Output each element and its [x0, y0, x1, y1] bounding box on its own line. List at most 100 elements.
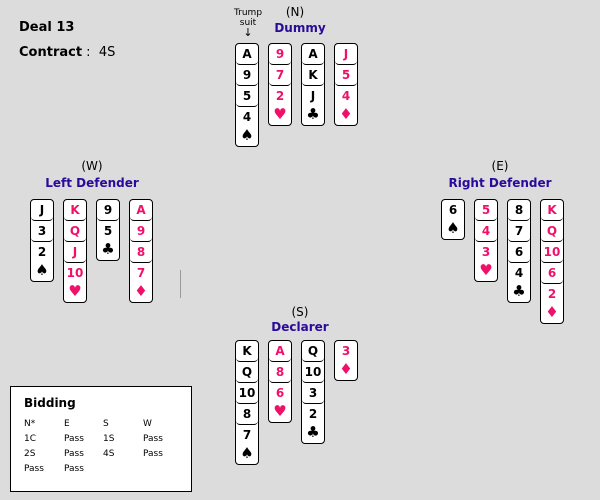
card[interactable]: J — [31, 200, 53, 221]
card[interactable]: 9 — [130, 221, 152, 242]
card[interactable]: K — [541, 200, 563, 221]
card[interactable]: 2 — [547, 287, 557, 301]
card[interactable]: 9 — [236, 65, 258, 86]
divider — [180, 270, 181, 298]
bid: 4S — [103, 449, 115, 459]
card[interactable]: K — [64, 200, 86, 221]
bid: Pass — [64, 449, 84, 459]
card[interactable]: 4 — [341, 89, 351, 103]
card[interactable]: 4 — [475, 221, 497, 242]
club-icon: ♣ — [101, 240, 115, 258]
card[interactable]: 10 — [236, 383, 258, 404]
card[interactable]: 2 — [275, 89, 285, 103]
bidding-header: W — [143, 419, 152, 429]
club-icon: ♣ — [512, 282, 526, 300]
diamond-icon: ♦ — [545, 303, 559, 321]
card[interactable]: A — [130, 200, 152, 221]
card[interactable]: K — [302, 65, 324, 86]
contract: Contract : 4S — [19, 45, 116, 60]
card[interactable]: 3 — [341, 344, 351, 358]
bidding-header: N* — [24, 419, 36, 429]
card[interactable]: Q — [236, 362, 258, 383]
spade-icon: ♠ — [35, 261, 49, 279]
card[interactable]: 3 — [481, 245, 491, 259]
trump-label: Trump suit — [233, 8, 263, 28]
bidding-header: S — [103, 419, 109, 429]
bid: Pass — [24, 464, 44, 474]
card[interactable]: 2 — [308, 407, 318, 421]
card[interactable]: Q — [541, 221, 563, 242]
card[interactable]: 10 — [302, 362, 324, 383]
card[interactable]: 6 — [275, 386, 285, 400]
card[interactable]: 7 — [136, 266, 146, 280]
card[interactable]: A — [269, 341, 291, 362]
card[interactable]: 2 — [37, 245, 47, 259]
card[interactable]: 5 — [236, 86, 258, 107]
trump-suit-indicator: Trump suit↓ — [231, 8, 265, 39]
card[interactable]: J — [310, 89, 316, 103]
card[interactable]: 6 — [508, 242, 530, 263]
card[interactable]: K — [236, 341, 258, 362]
heart-icon: ♥ — [479, 261, 493, 279]
east-role: Right Defender — [448, 176, 552, 190]
west-position: (W) — [81, 159, 103, 173]
bid: 1C — [24, 434, 37, 444]
west-club-column: 9 5 ♣ — [96, 199, 120, 261]
down-arrow-icon: ↓ — [243, 26, 253, 39]
card[interactable]: J — [64, 242, 86, 263]
card[interactable]: Q — [302, 341, 324, 362]
card[interactable]: A — [302, 44, 324, 65]
contract-label: Contract — [19, 45, 83, 60]
card[interactable]: 7 — [242, 428, 252, 442]
spade-icon: ♠ — [240, 444, 254, 462]
card[interactable]: J — [335, 44, 357, 65]
card[interactable]: Q — [64, 221, 86, 242]
west-role: Left Defender — [45, 176, 139, 190]
south-position: (S) — [291, 305, 309, 319]
card[interactable]: 8 — [269, 362, 291, 383]
card[interactable]: 3 — [302, 383, 324, 404]
north-role: Dummy — [274, 21, 326, 35]
diamond-icon: ♦ — [339, 360, 353, 378]
spade-icon: ♠ — [446, 219, 460, 237]
card[interactable]: 3 — [31, 221, 53, 242]
bid: Pass — [143, 449, 163, 459]
card[interactable]: 8 — [508, 200, 530, 221]
card[interactable]: 5 — [103, 224, 113, 238]
bidding-header: E — [64, 419, 70, 429]
card[interactable]: 9 — [97, 200, 119, 221]
card[interactable]: 10 — [541, 242, 563, 263]
east-spade-column: 6♠ — [441, 199, 465, 240]
heart-icon: ♥ — [273, 402, 287, 420]
bid: Pass — [64, 464, 84, 474]
bid: 1S — [103, 434, 115, 444]
card[interactable]: 5 — [475, 200, 497, 221]
card[interactable]: 7 — [508, 221, 530, 242]
bid: Pass — [143, 434, 163, 444]
south-diamond-column: 3♦ — [334, 340, 358, 381]
card[interactable]: A — [236, 44, 258, 65]
club-icon: ♣ — [306, 423, 320, 441]
card[interactable]: 5 — [335, 65, 357, 86]
card[interactable]: 7 — [269, 65, 291, 86]
card[interactable]: 4 — [514, 266, 524, 280]
card[interactable]: 8 — [130, 242, 152, 263]
card[interactable]: 6 — [448, 203, 458, 217]
card[interactable]: 8 — [236, 404, 258, 425]
card[interactable]: 6 — [541, 263, 563, 284]
card[interactable]: 4 — [242, 110, 252, 124]
card[interactable]: 9 — [269, 44, 291, 65]
club-icon: ♣ — [306, 105, 320, 123]
card[interactable]: 10 — [66, 266, 84, 280]
